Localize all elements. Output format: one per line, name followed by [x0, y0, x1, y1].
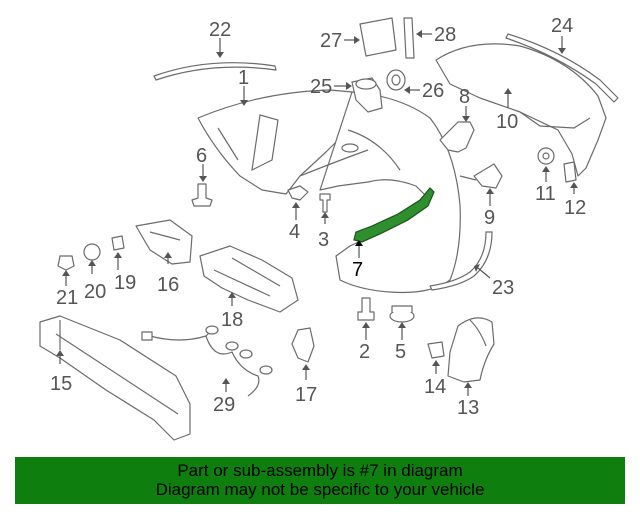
part-13-splash-guard: 13: [447, 317, 495, 419]
label-23: 23: [492, 277, 514, 299]
part-24-trim: 24: [505, 15, 619, 103]
part-14-plug: 14: [424, 341, 446, 398]
label-20: 20: [84, 281, 106, 303]
label-29: 29: [213, 394, 235, 416]
banner-line-2: Diagram may not be specific to your vehi…: [155, 480, 485, 499]
part-2-bolt: 2: [357, 297, 375, 363]
label-4: 4: [289, 221, 300, 243]
label-2: 2: [359, 341, 370, 363]
part-6-bolt: 6: [191, 145, 213, 207]
label-22: 22: [209, 19, 231, 41]
part-11-nut: 11: [535, 147, 556, 205]
label-5: 5: [395, 341, 406, 363]
part-7-shape: [353, 187, 435, 243]
label-8: 8: [459, 86, 470, 108]
part-1-bumper-cover: 1: [197, 67, 461, 294]
part-3-screw: 3: [318, 193, 331, 251]
part-28-bracket: 28: [403, 17, 456, 59]
label-25: 25: [310, 76, 332, 98]
label-1: 1: [238, 67, 249, 89]
part-25-housing: 25: [310, 76, 383, 113]
part-20-grommet: 20: [83, 243, 106, 303]
label-11: 11: [535, 183, 556, 205]
part-18-absorber: 18: [199, 245, 299, 331]
info-banner: Part or sub-assembly is #7 in diagram Di…: [15, 457, 625, 504]
part-23-trim: 23: [429, 231, 514, 299]
label-12: 12: [564, 197, 586, 219]
label-21: 21: [56, 287, 78, 309]
label-9: 9: [484, 207, 495, 229]
label-15: 15: [50, 373, 72, 395]
label-14: 14: [424, 376, 446, 398]
part-21-nut: 21: [56, 255, 78, 309]
part-19-clip: 19: [111, 235, 136, 294]
part-8-bracket: 8: [439, 86, 475, 153]
part-22-molding: 22: [153, 19, 277, 81]
part-29-wiring-harness: 29: [141, 325, 273, 416]
label-18: 18: [221, 309, 243, 331]
label-26: 26: [422, 80, 444, 102]
part-12-clip: 12: [563, 161, 586, 219]
part-5-stop: 5: [389, 305, 415, 363]
exploded-parts-diagram: 22 1 7 27 28 25: [39, 15, 619, 441]
part-17-sensor-bracket: 17: [291, 327, 317, 406]
label-28: 28: [434, 24, 456, 46]
label-13: 13: [457, 397, 479, 419]
label-24: 24: [551, 15, 573, 37]
label-27: 27: [320, 30, 342, 52]
label-10: 10: [496, 111, 518, 133]
part-16-bracket: 16: [135, 219, 193, 296]
part-9-bracket: 9: [459, 163, 503, 229]
label-7: 7: [352, 259, 363, 281]
part-10-diffuser: 10: [435, 43, 607, 177]
label-3: 3: [318, 229, 329, 251]
part-27-module: 27: [320, 17, 397, 57]
part-7-highlighted: 7: [352, 187, 435, 281]
label-6: 6: [196, 145, 207, 167]
label-16: 16: [157, 274, 179, 296]
label-19: 19: [114, 272, 136, 294]
part-26-grommet: 26: [386, 69, 444, 102]
banner-line-1: Part or sub-assembly is #7 in diagram: [177, 461, 463, 480]
part-4-clip: 4: [287, 185, 309, 243]
part-15-impact-bar: 15: [39, 315, 191, 441]
label-17: 17: [295, 384, 317, 406]
